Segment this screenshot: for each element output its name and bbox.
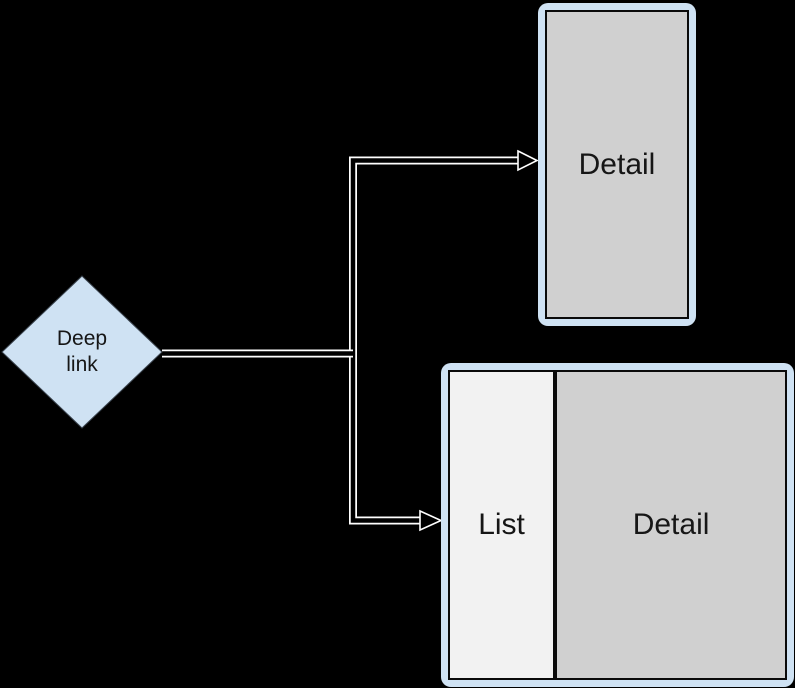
phone-screen: Detail [545, 10, 689, 319]
phone-frame: Detail [538, 3, 696, 326]
phone-detail-label: Detail [578, 147, 656, 181]
tablet-list-pane: List [448, 370, 556, 680]
connector-trunk-core [350, 158, 519, 523]
arrowhead-to-tablet [419, 509, 443, 532]
arrowhead-to-phone [517, 149, 539, 172]
tablet-list-label: List [478, 508, 525, 541]
tablet-detail-pane: Detail [555, 370, 787, 680]
tablet-frame: List Detail [441, 363, 794, 687]
deep-link-label: Deep link [56, 327, 108, 376]
deep-link-diamond [1, 275, 163, 429]
tablet-detail-label: Detail [632, 508, 710, 541]
